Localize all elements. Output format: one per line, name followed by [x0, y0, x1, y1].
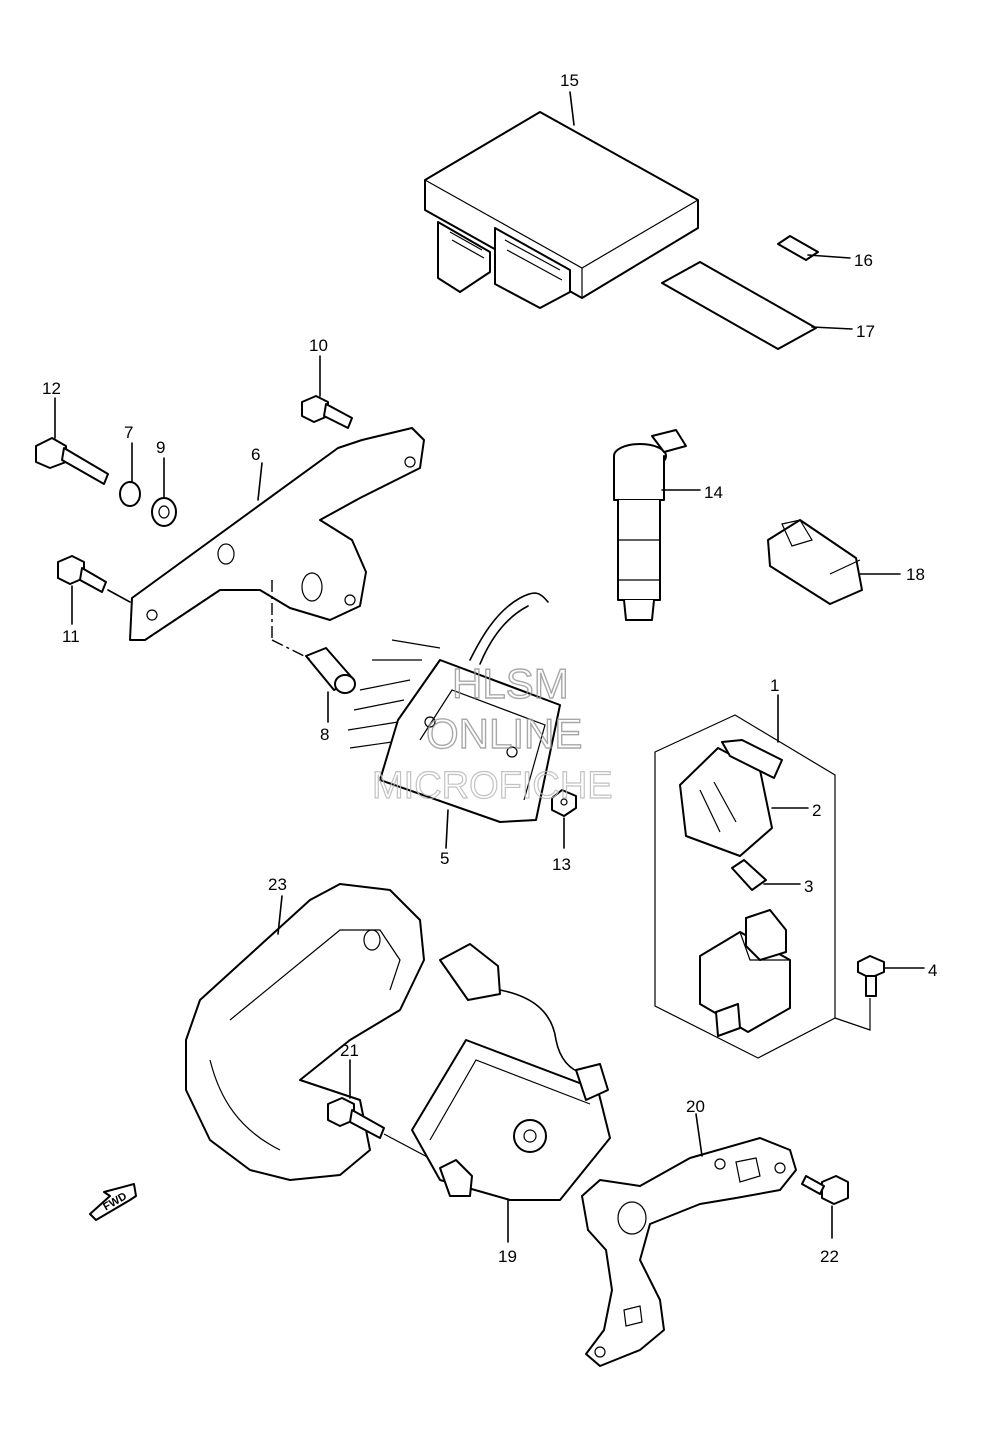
- bolt-part-21[interactable]: [327, 1097, 385, 1139]
- callout-23: 23: [268, 875, 287, 894]
- callout-10: 10: [309, 336, 328, 355]
- callout-13: 13: [552, 855, 571, 874]
- callout-18: 18: [906, 565, 925, 584]
- callout-19: 19: [498, 1247, 517, 1266]
- callout-3: 3: [804, 877, 813, 896]
- fuse-part-3[interactable]: [731, 859, 767, 891]
- callout-12: 12: [42, 379, 61, 398]
- connector-part-18[interactable]: [767, 519, 863, 605]
- nut-part-13[interactable]: [551, 789, 577, 817]
- watermark: HLSM ONLINE MICROFICHE: [371, 659, 613, 807]
- forward-arrow-icon: FWD: [89, 1183, 137, 1221]
- callout-9: 9: [156, 438, 165, 457]
- callout-20: 20: [686, 1097, 705, 1116]
- bracket-part-6[interactable]: [129, 427, 425, 641]
- cover-part-23[interactable]: [185, 883, 425, 1181]
- pad-part-16[interactable]: [777, 235, 819, 261]
- sensor-part-19[interactable]: [411, 943, 611, 1201]
- regulator-part-5[interactable]: [347, 592, 561, 823]
- pad-part-17[interactable]: [661, 261, 817, 350]
- watermark-line-2: ONLINE: [426, 710, 582, 757]
- callout-22: 22: [820, 1247, 839, 1266]
- watermark-line-1: HLSM: [452, 660, 569, 707]
- callout-1: 1: [770, 676, 779, 695]
- callout-14: 14: [704, 483, 723, 502]
- collar-part-9[interactable]: [151, 497, 177, 527]
- bolt-part-12[interactable]: [35, 437, 109, 485]
- bolt-part-10[interactable]: [301, 395, 353, 429]
- spacer-part-8[interactable]: [305, 647, 356, 694]
- bracket-part-20[interactable]: [581, 1137, 797, 1367]
- callout-11: 11: [62, 627, 80, 646]
- callout-15: 15: [560, 71, 579, 90]
- callout-21: 21: [340, 1041, 359, 1060]
- callout-16: 16: [854, 251, 873, 270]
- callout-5: 5: [440, 849, 449, 868]
- callout-4: 4: [928, 961, 937, 980]
- starter-relay-body[interactable]: [699, 909, 791, 1037]
- watermark-line-3: MICROFICHE: [372, 765, 613, 807]
- callout-17: 17: [856, 322, 875, 341]
- washer-part-7[interactable]: [119, 481, 141, 507]
- callout-6: 6: [251, 445, 260, 464]
- relay-cover-part-2[interactable]: [679, 739, 783, 857]
- screw-part-4[interactable]: [857, 955, 885, 997]
- callout-2: 2: [812, 801, 821, 820]
- callout-7: 7: [124, 423, 133, 442]
- ecu-unit-part-15[interactable]: [424, 111, 699, 309]
- callout-8: 8: [320, 725, 329, 744]
- bolt-part-22[interactable]: [801, 1175, 849, 1205]
- ignition-coil-part-14[interactable]: [613, 429, 687, 621]
- bolt-part-11[interactable]: [57, 555, 107, 593]
